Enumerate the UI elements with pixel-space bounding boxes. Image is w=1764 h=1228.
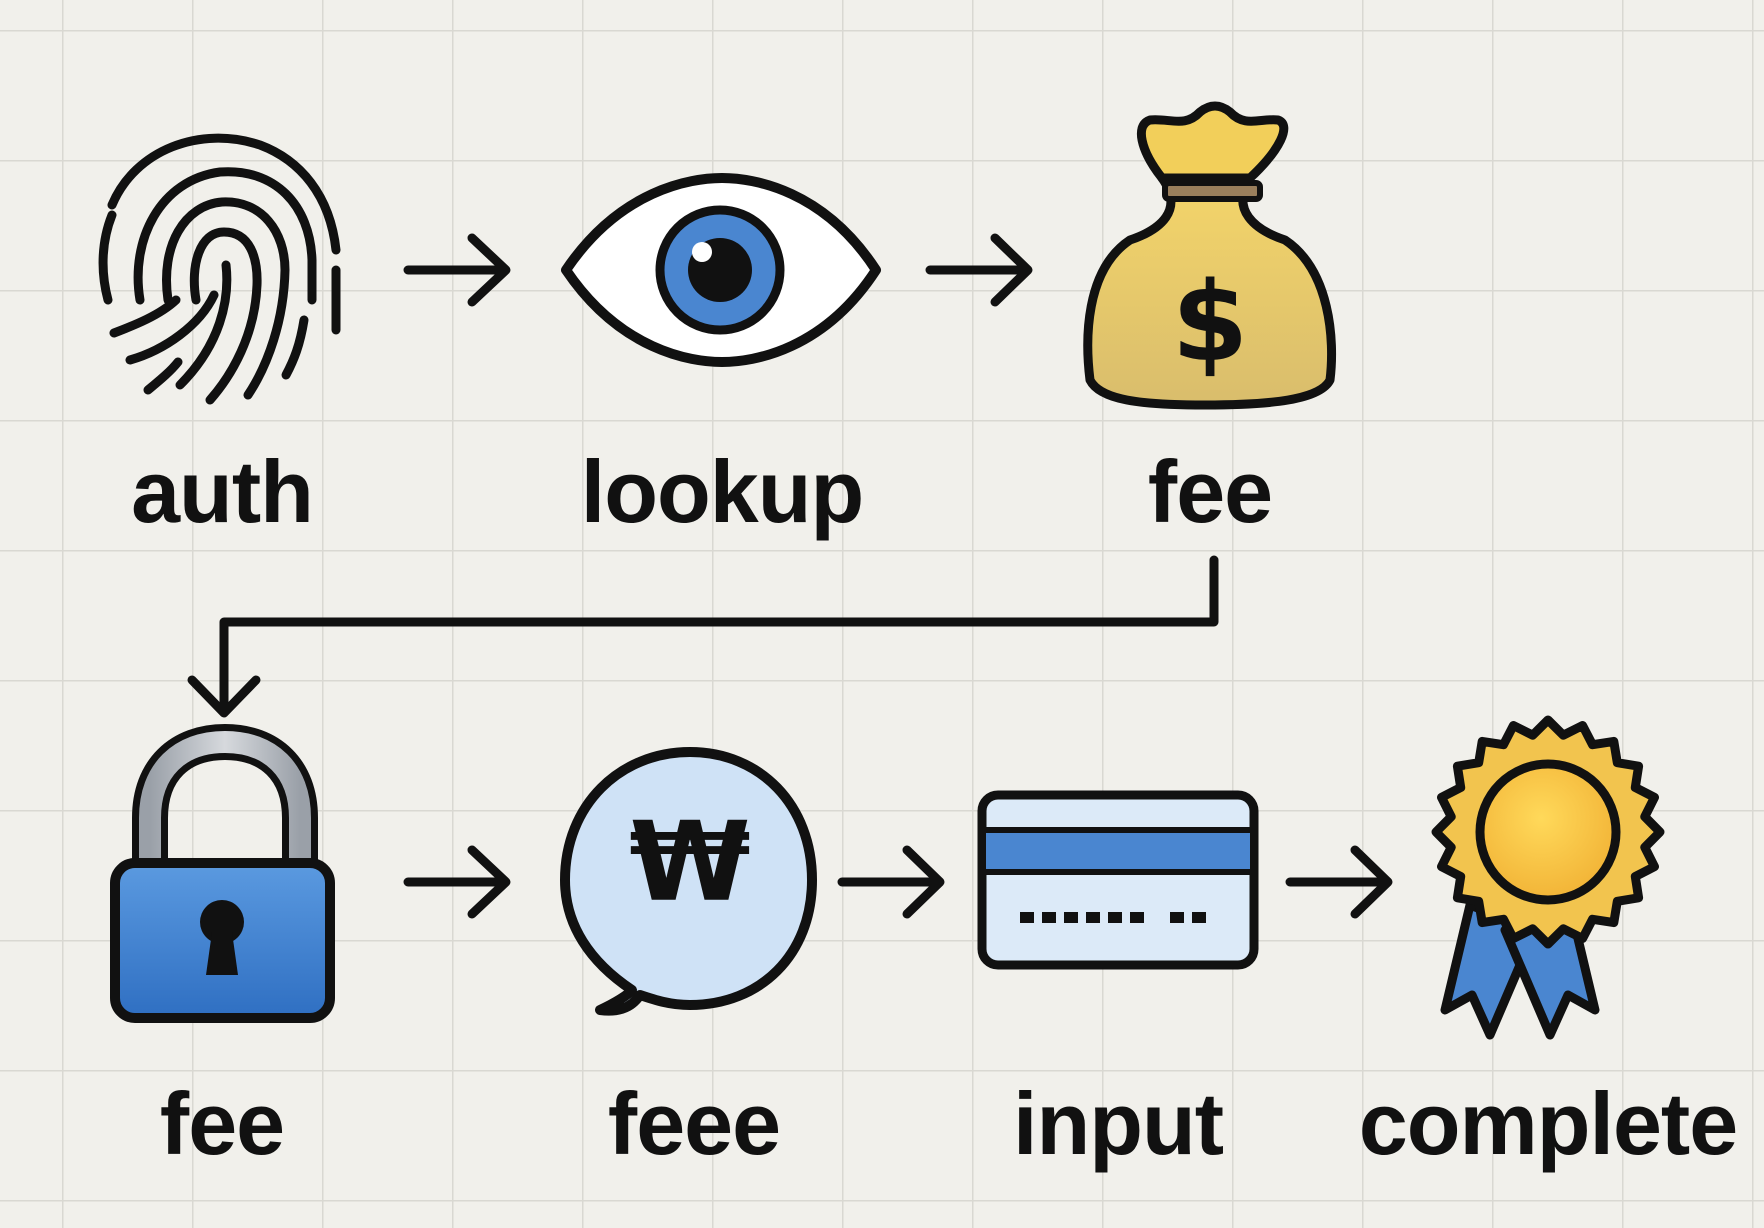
dollar-sign: $ [1172, 258, 1249, 386]
arrow-lock-to-bubble [403, 845, 511, 919]
fingerprint-icon [98, 133, 341, 405]
arrow-card-to-badge [1285, 845, 1393, 919]
step-label-auth: auth [131, 442, 314, 541]
eye-icon [561, 173, 881, 367]
step-label-fee-lock: fee [159, 1074, 285, 1173]
step-label-fee: fee [1147, 442, 1273, 541]
money-bag-icon: $ [1083, 101, 1336, 410]
won-speech-bubble-icon: ₩ [560, 747, 817, 1016]
padlock-icon [110, 723, 335, 1023]
step-label-feee: feee [607, 1074, 781, 1173]
step-label-lookup: lookup [580, 442, 864, 541]
award-badge-icon [1431, 715, 1665, 1040]
credit-card-icon [977, 790, 1259, 970]
step-label-input: input [1012, 1074, 1224, 1173]
won-sign: ₩ [629, 798, 750, 926]
arrow-bubble-to-card [837, 845, 945, 919]
arrow-fee-down-to-lock [187, 555, 1219, 718]
step-label-complete: complete [1358, 1074, 1738, 1173]
arrow-auth-to-lookup [403, 233, 511, 307]
arrow-lookup-to-fee [925, 233, 1033, 307]
